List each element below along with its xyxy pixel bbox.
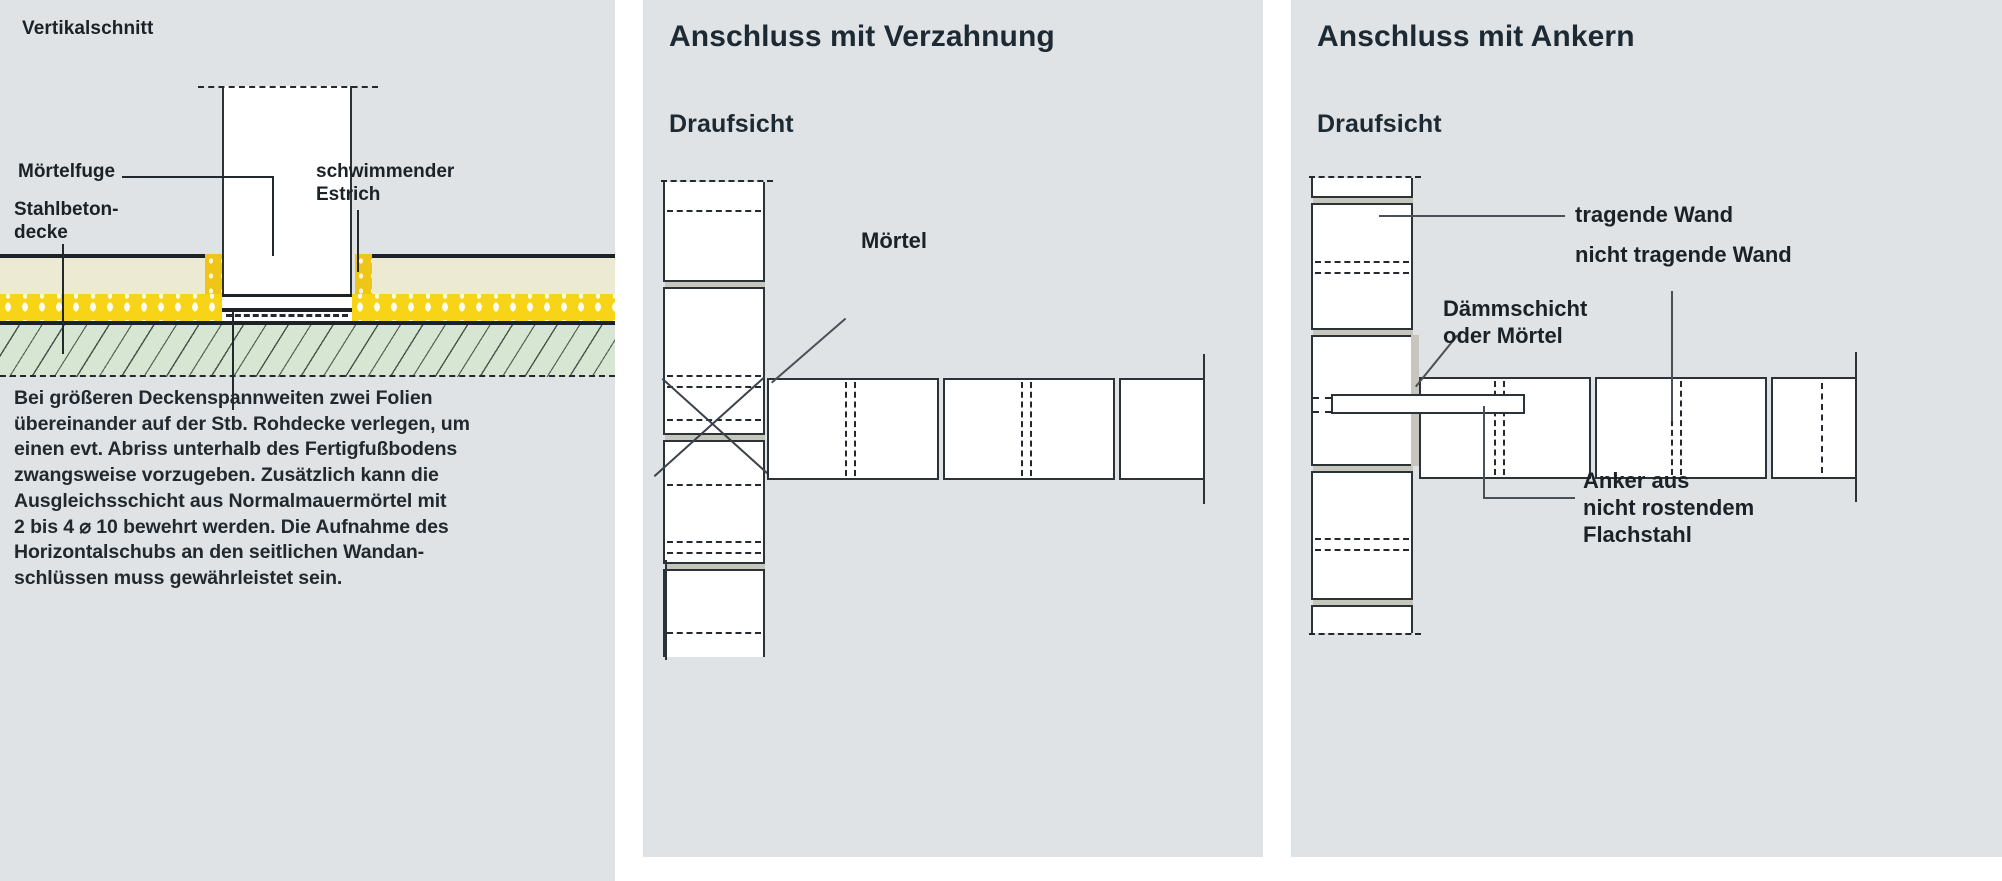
leader-stahlbetondecke — [62, 244, 64, 354]
wall-block-4 — [663, 569, 765, 657]
leader-anker-horizontal — [1483, 497, 1575, 499]
wall3-bottom-break-line — [1309, 633, 1421, 635]
wall-right-edge — [350, 86, 353, 314]
anchor-bed-joint-b — [1313, 411, 1331, 413]
wall-top-break-line-2 — [661, 180, 773, 182]
mortar-joint-texture-right — [355, 254, 372, 294]
cross-wall-block-2-joint-b — [1030, 382, 1032, 476]
label-nicht-tragende-wand: nicht tragende Wand — [1575, 242, 1792, 267]
label-tragende-wand: tragende Wand — [1575, 202, 1734, 227]
cross-wall-break-line-2 — [1203, 354, 1206, 504]
insulation-texture-left — [0, 294, 222, 321]
reinforced-concrete-slab — [0, 321, 615, 377]
wall3-block-shadow-2 — [1313, 466, 1413, 472]
cross-wall3-block-2-joint-a — [1671, 381, 1673, 475]
wall-block-3-joint-a — [667, 484, 761, 486]
panel-1-note: Bei größeren Deckenspannweiten zwei Foli… — [14, 387, 470, 590]
wall3-block-1-joint-b — [1315, 272, 1409, 274]
label-schwimmender-estrich: schwimmender Estrich — [316, 161, 455, 206]
wall-block-1 — [663, 182, 765, 282]
slab-bottom-break-line — [0, 375, 615, 377]
cross-wall-block-2 — [943, 378, 1115, 480]
wall3-block-3 — [1311, 471, 1413, 600]
wall-block-shadow-3 — [665, 564, 765, 569]
insulation-texture-right — [352, 294, 615, 321]
leader-mortel — [771, 317, 847, 384]
wall-block-3-joint-b — [667, 541, 761, 543]
foil-dashed-line — [226, 314, 348, 317]
cross-wall-break-line-3 — [1855, 352, 1858, 502]
foil-layer-top — [222, 308, 352, 312]
wall-top-break-line-3 — [1309, 176, 1421, 178]
cross-wall-block-2-joint-a — [1021, 382, 1023, 476]
leader-folie — [232, 312, 234, 410]
wall-block-2 — [663, 287, 765, 435]
leader-tragende-wand — [1379, 215, 1565, 217]
impact-sound-insulation-left — [0, 294, 222, 321]
wall3-block-3-joint-b — [1315, 549, 1409, 551]
wall-block-2-joint-a — [667, 375, 761, 377]
leader-nicht-tragende-wand — [1671, 291, 1673, 421]
wall3-block-1-joint-a — [1315, 261, 1409, 263]
anchor-bed-joint-a — [1313, 397, 1331, 399]
label-mortel: Mörtel — [861, 228, 927, 253]
wall3-block-shadow-3 — [1313, 600, 1413, 605]
concrete-hatch-pattern — [0, 325, 615, 377]
panel-2-view: Draufsicht — [669, 110, 794, 138]
panel-toothed-connection: Anschluss mit Verzahnung Draufsicht — [643, 0, 1263, 857]
wall-break-line — [198, 86, 378, 88]
cross-wall3-block-1-joint-b — [1503, 381, 1505, 475]
label-mortelfuge: Mörtelfuge — [18, 161, 116, 182]
wall-block-1-joint — [667, 210, 761, 212]
mortar-joint-texture-left — [205, 254, 222, 294]
label-anker-flachstahl: Anker aus nicht rostendem Flachstahl — [1583, 468, 1755, 547]
wall-block-4-joint — [667, 632, 761, 634]
cross-wall3-block-3 — [1771, 377, 1857, 479]
wall-block-2-joint-b — [667, 386, 761, 388]
leader-schwimmender-estrich — [357, 210, 359, 272]
flat-steel-anchor — [1331, 394, 1525, 414]
cross-wall3-block-2-joint-b — [1680, 381, 1682, 475]
panel-1-heading: Vertikalschnitt — [22, 18, 154, 39]
panel-anchored-connection: Anschluss mit Ankern Draufsicht — [1291, 0, 2002, 857]
cross-wall-block-1 — [767, 378, 939, 480]
wall3-block-3-joint-a — [1315, 538, 1409, 540]
wall3-block-shadow-0 — [1313, 198, 1413, 203]
floating-screed-left — [0, 254, 205, 294]
label-daemmschicht-oder-moertel: Dämmschicht oder Mörtel — [1443, 296, 1588, 348]
wall3-block-1 — [1311, 203, 1413, 330]
wall-extension-line-2 — [665, 560, 668, 660]
wall3-block-shadow-1 — [1313, 330, 1413, 335]
cross-wall3-block-1-joint-a — [1494, 381, 1496, 475]
mortar-joint-left — [205, 254, 222, 294]
panel-vertical-section: Vertikalschnitt — [0, 0, 615, 881]
floating-screed-right — [372, 254, 615, 294]
leader-anker-vertical — [1483, 406, 1485, 498]
leader-mortelfuge — [122, 176, 274, 178]
wall3-block-0 — [1311, 178, 1413, 198]
wall-body — [222, 86, 352, 316]
wall-left-edge — [222, 86, 225, 314]
leader-mortelfuge-drop — [272, 176, 274, 256]
panel-2-heading: Anschluss mit Verzahnung — [669, 20, 1055, 53]
cross-wall-block-3 — [1119, 378, 1205, 480]
wall-block-shadow-1 — [665, 282, 765, 287]
label-stahlbetondecke: Stahlbeton- decke — [14, 199, 119, 244]
wall-block-shadow-2 — [665, 435, 765, 440]
panel-3-view: Draufsicht — [1317, 110, 1442, 138]
wall3-block-4 — [1311, 605, 1413, 633]
panel-3-heading: Anschluss mit Ankern — [1317, 20, 1635, 53]
wall-block-3-joint-c — [667, 552, 761, 554]
cross-wall3-block-3-break — [1821, 383, 1823, 473]
mortar-joint-right — [355, 254, 372, 294]
impact-sound-insulation-right — [352, 294, 615, 321]
cross-wall-block-1-joint-a — [845, 382, 847, 476]
cross-wall3-block-1 — [1419, 377, 1591, 479]
cross-wall-block-1-joint-b — [854, 382, 856, 476]
wall-block-3 — [663, 440, 765, 564]
